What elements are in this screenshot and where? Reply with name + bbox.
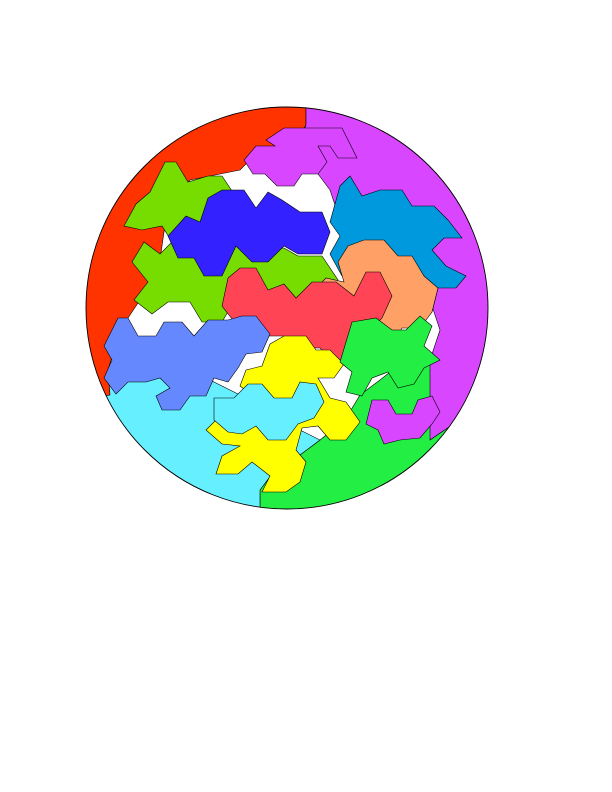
piece-magenta-top bbox=[243, 127, 358, 187]
piece-magenta-inner bbox=[365, 395, 441, 445]
circle-boundary bbox=[85, 106, 489, 510]
piece-lightcyan bbox=[213, 381, 325, 441]
piece-green-inner bbox=[339, 315, 441, 397]
piece-blue bbox=[167, 189, 331, 277]
disk-content bbox=[86, 107, 488, 509]
piece-periwinkle bbox=[103, 315, 271, 411]
